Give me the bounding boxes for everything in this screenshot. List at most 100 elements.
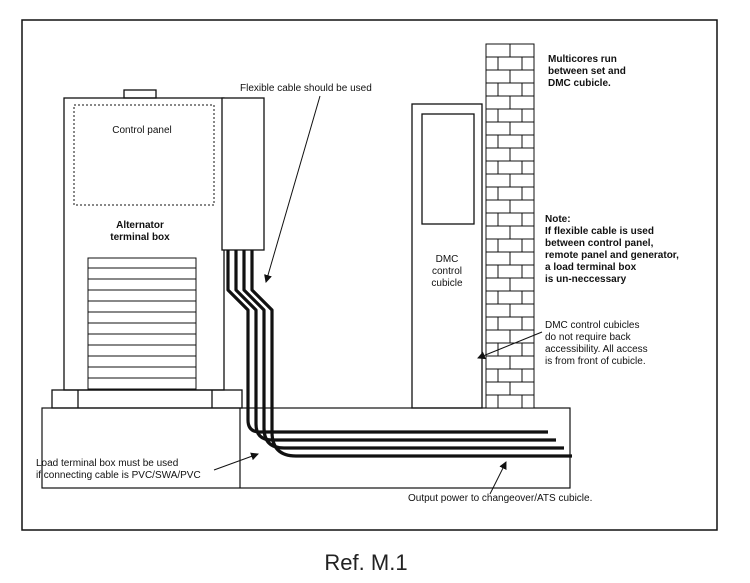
brick [497, 160, 523, 175]
brick [521, 368, 535, 383]
brick [485, 290, 499, 305]
dmc-access-note: DMC control cubicles do not require back… [545, 320, 648, 367]
brick [509, 173, 535, 188]
brick [497, 394, 523, 409]
output-power-label: Output power to changeover/ATS cubicle. [408, 493, 592, 504]
brick [509, 225, 535, 240]
brick [485, 95, 511, 110]
alternator-label-line2: terminal box [110, 232, 170, 243]
flexible-cables [226, 250, 572, 458]
svg-text:Multicores run: Multicores run [548, 54, 617, 65]
brick [509, 199, 535, 214]
alternator-terminal-box [87, 257, 197, 391]
brick [485, 212, 499, 227]
brick [509, 277, 535, 292]
brick [485, 355, 511, 370]
svg-text:DMC cubicle.: DMC cubicle. [548, 78, 611, 89]
alternator-label-line1: Alternator [116, 220, 164, 231]
brick [521, 290, 535, 305]
brick [485, 121, 511, 136]
brick [485, 277, 511, 292]
output-power-arrow [489, 461, 507, 495]
brick [509, 147, 535, 162]
dmc-access-arrow [477, 331, 543, 360]
brick-wall [485, 43, 535, 409]
brick [485, 160, 499, 175]
brick [497, 238, 523, 253]
brick [485, 381, 511, 396]
foundation-plinth [41, 407, 571, 489]
brick [521, 82, 535, 97]
diagram-frame [21, 19, 718, 531]
brick [509, 69, 535, 84]
svg-text:Note:: Note: [545, 214, 571, 225]
brick [485, 43, 511, 58]
svg-text:do not require back: do not require back [545, 332, 632, 343]
multicores-note: Multicores run between set and DMC cubic… [548, 54, 626, 89]
brick [521, 342, 535, 357]
brick [497, 108, 523, 123]
brick [485, 82, 499, 97]
brick [497, 134, 523, 149]
brick [509, 303, 535, 318]
brick [497, 290, 523, 305]
control-panel-label: Control panel [112, 125, 171, 136]
svg-text:if connecting cable is PVC/SWA: if connecting cable is PVC/SWA/PVC [36, 470, 201, 481]
dmc-label-line2: control [432, 266, 462, 277]
brick [485, 147, 511, 162]
svg-text:DMC control cubicles: DMC control cubicles [545, 320, 639, 331]
brick [497, 264, 523, 279]
brick [485, 108, 499, 123]
cable-terminal-box [221, 97, 265, 251]
brick [521, 108, 535, 123]
brick [497, 56, 523, 71]
brick [485, 264, 499, 279]
control-panel [73, 104, 215, 206]
svg-text:between set and: between set and [548, 66, 626, 77]
svg-text:If flexible cable is used: If flexible cable is used [545, 226, 654, 237]
brick [521, 56, 535, 71]
brick [485, 303, 511, 318]
brick [485, 69, 511, 84]
brick [485, 186, 499, 201]
figure-caption: Ref. M.1 [324, 550, 407, 575]
brick [497, 186, 523, 201]
brick [509, 355, 535, 370]
brick [485, 251, 511, 266]
svg-text:remote panel and generator,: remote panel and generator, [545, 250, 679, 261]
brick [497, 212, 523, 227]
svg-text:accessibility. All access: accessibility. All access [545, 344, 648, 355]
brick [485, 173, 511, 188]
brick [521, 394, 535, 409]
brick [509, 95, 535, 110]
brick [521, 316, 535, 331]
brick [485, 199, 511, 214]
brick [485, 134, 499, 149]
brick [485, 225, 511, 240]
brick [521, 134, 535, 149]
svg-text:between control panel,: between control panel, [545, 238, 654, 249]
brick [521, 238, 535, 253]
brick [509, 381, 535, 396]
load-terminal-arrow [213, 452, 259, 471]
brick [521, 186, 535, 201]
brick [509, 251, 535, 266]
svg-text:Load terminal box must be used: Load terminal box must be used [36, 458, 178, 469]
brick [497, 316, 523, 331]
brick [485, 394, 499, 409]
brick [521, 264, 535, 279]
brick [497, 82, 523, 97]
load-terminal-note: Load terminal box must be used if connec… [36, 458, 201, 481]
dmc-label-line1: DMC [436, 254, 459, 265]
brick [509, 43, 535, 58]
brick [521, 212, 535, 227]
svg-text:a load terminal box: a load terminal box [545, 262, 637, 273]
brick [497, 368, 523, 383]
brick [485, 56, 499, 71]
brick [485, 329, 511, 344]
dmc-cubicle [411, 103, 483, 409]
flexible-cable-arrow [264, 95, 321, 283]
brick [521, 160, 535, 175]
brick [485, 316, 499, 331]
svg-text:is un-neccessary: is un-neccessary [545, 274, 627, 285]
